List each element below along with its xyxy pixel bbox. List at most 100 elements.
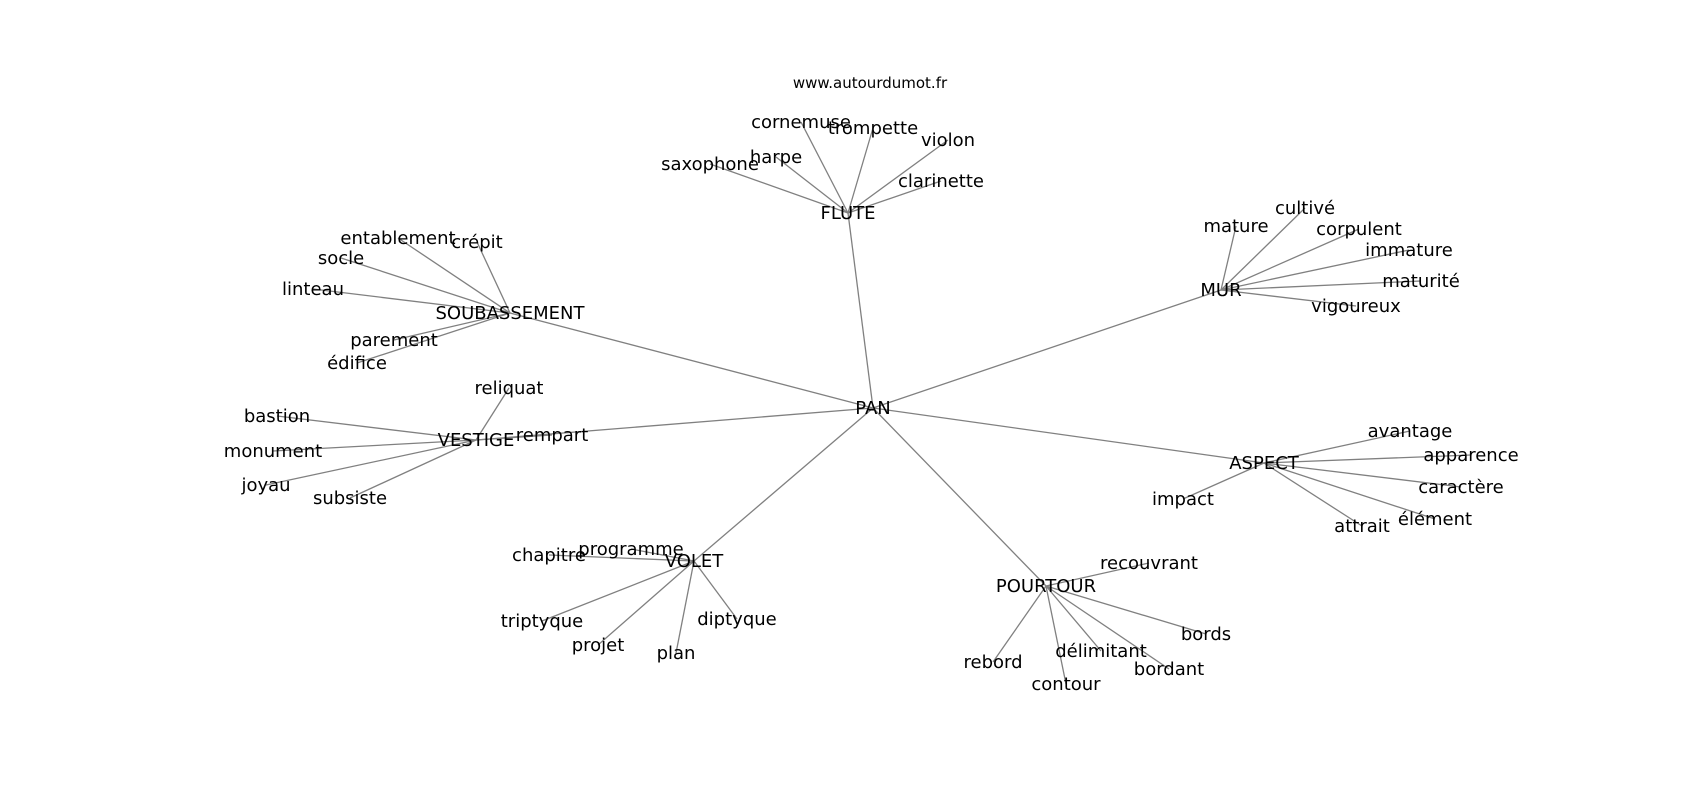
node-leaf-trompette: trompette xyxy=(828,118,918,139)
node-leaf-bastion: bastion xyxy=(244,406,310,427)
edge-volet-projet xyxy=(597,560,695,646)
node-leaf-bordant: bordant xyxy=(1134,659,1204,680)
edge-mur-corpulent xyxy=(1220,228,1360,291)
node-leaf-harpe: harpe xyxy=(750,147,802,168)
edge-vestige-joyau xyxy=(265,439,477,486)
node-leaf-programme: programme xyxy=(578,539,683,560)
edge-soubassement-edifice xyxy=(356,312,511,364)
edge-flute-cornemuse xyxy=(800,121,849,214)
node-leaf-subsiste: subsiste xyxy=(313,488,387,509)
edge-pourtour-recouvrant xyxy=(1045,562,1150,587)
node-leaf-mature: mature xyxy=(1203,216,1268,237)
node-leaf-joyau: joyau xyxy=(240,475,290,496)
edge-vestige-rempart xyxy=(475,434,553,441)
node-leaf-immature: immature xyxy=(1365,240,1453,261)
edge-aspect-caractere xyxy=(1263,462,1462,488)
edge-volet-programme xyxy=(630,548,695,562)
edge-mur-maturite xyxy=(1220,280,1422,291)
node-leaf-caractere: caractère xyxy=(1418,477,1503,498)
node-leaf-maturite: maturité xyxy=(1382,271,1460,292)
node-leaf-rempart: rempart xyxy=(516,425,589,446)
edge-vestige-reliquat xyxy=(475,387,510,441)
node-leaf-saxophone: saxophone xyxy=(661,154,759,175)
node-leaf-recouvrant: recouvrant xyxy=(1100,553,1198,574)
edge-volet-plan xyxy=(675,560,695,654)
edge-flute-saxophone xyxy=(709,163,849,214)
node-leaf-entablement: entablement xyxy=(340,228,455,249)
node-leaf-cornemuse: cornemuse xyxy=(751,112,851,133)
edge-pourtour-contour xyxy=(1045,585,1067,685)
node-hub-flute: FLUTE xyxy=(820,203,875,224)
node-leaf-rebord: rebord xyxy=(963,652,1022,673)
edge-soubassement-socle xyxy=(340,257,511,314)
node-leaf-avantage: avantage xyxy=(1368,421,1453,442)
node-leaf-contour: contour xyxy=(1031,674,1101,695)
node-hub-mur: MUR xyxy=(1200,280,1241,301)
edge-mur-immature xyxy=(1220,249,1410,291)
edge-flute-harpe xyxy=(775,156,849,214)
node-leaf-bords: bords xyxy=(1181,624,1231,645)
node-leaf-element: élément xyxy=(1398,509,1472,530)
edge-root-vestige xyxy=(475,407,874,441)
node-hub-aspect: ASPECT xyxy=(1229,453,1300,474)
node-leaf-edifice: édifice xyxy=(327,353,387,374)
node-leaf-delimitant: délimitant xyxy=(1055,641,1147,662)
node-leaf-corpulent: corpulent xyxy=(1316,219,1402,240)
edge-aspect-element xyxy=(1263,462,1436,520)
edge-root-aspect xyxy=(872,407,1265,464)
node-hub-soubassement: SOUBASSEMENT xyxy=(435,303,585,324)
node-leaf-monument: monument xyxy=(224,441,322,462)
edges-layer xyxy=(265,121,1472,685)
node-hub-pourtour: POURTOUR xyxy=(996,576,1096,597)
edge-mur-cultive xyxy=(1220,207,1306,291)
edge-aspect-impact xyxy=(1182,462,1265,500)
edge-root-volet xyxy=(693,407,874,562)
edge-volet-chapitre xyxy=(548,554,695,562)
edge-pourtour-bordant xyxy=(1045,585,1170,670)
node-leaf-impact: impact xyxy=(1152,489,1214,510)
node-hub-volet: VOLET xyxy=(665,551,725,572)
edge-root-soubassement xyxy=(509,312,874,409)
edge-flute-clarinette xyxy=(847,180,942,214)
edge-pourtour-bords xyxy=(1045,585,1207,635)
edge-soubassement-crepit xyxy=(476,241,511,314)
node-leaf-vigoureux: vigoureux xyxy=(1311,296,1401,317)
node-leaf-plan: plan xyxy=(657,643,696,664)
edge-mur-mature xyxy=(1220,225,1237,291)
node-leaf-parement: parement xyxy=(350,330,438,351)
edge-flute-trompette xyxy=(847,127,874,214)
edge-pourtour-delimitant xyxy=(1045,585,1102,652)
node-leaf-reliquat: reliquat xyxy=(474,378,543,399)
node-root-pan: PAN xyxy=(855,398,890,419)
edge-aspect-apparence xyxy=(1263,454,1472,464)
edge-pourtour-rebord xyxy=(992,585,1047,663)
edge-root-flute xyxy=(847,212,874,409)
edge-vestige-subsiste xyxy=(349,439,477,499)
edge-volet-diptyque xyxy=(693,560,738,620)
node-leaf-crepit: crépit xyxy=(451,232,502,253)
node-leaf-apparence: apparence xyxy=(1423,445,1518,466)
edge-vestige-monument xyxy=(272,439,477,452)
node-leaf-diptyque: diptyque xyxy=(697,609,776,630)
edge-vestige-bastion xyxy=(276,415,477,441)
edge-aspect-avantage xyxy=(1263,430,1411,464)
node-leaf-triptyque: triptyque xyxy=(501,611,584,632)
edge-soubassement-linteau xyxy=(312,288,511,314)
node-leaf-chapitre: chapitre xyxy=(512,545,586,566)
node-leaf-violon: violon xyxy=(921,130,975,151)
node-leaf-attrait: attrait xyxy=(1334,516,1390,537)
edge-root-mur xyxy=(872,289,1222,409)
edge-flute-violon xyxy=(847,139,949,214)
node-leaf-projet: projet xyxy=(572,635,625,656)
edge-mur-vigoureux xyxy=(1220,289,1357,307)
node-hub-vestige: VESTIGE xyxy=(438,430,515,451)
edge-aspect-attrait xyxy=(1263,462,1363,527)
node-leaf-socle: socle xyxy=(318,248,364,269)
site-credit: www.autourdumot.fr xyxy=(793,74,948,92)
node-leaf-cultive: cultivé xyxy=(1275,198,1335,219)
node-leaf-linteau: linteau xyxy=(282,279,344,300)
edge-volet-triptyque xyxy=(541,560,695,622)
edge-root-pourtour xyxy=(872,407,1047,587)
